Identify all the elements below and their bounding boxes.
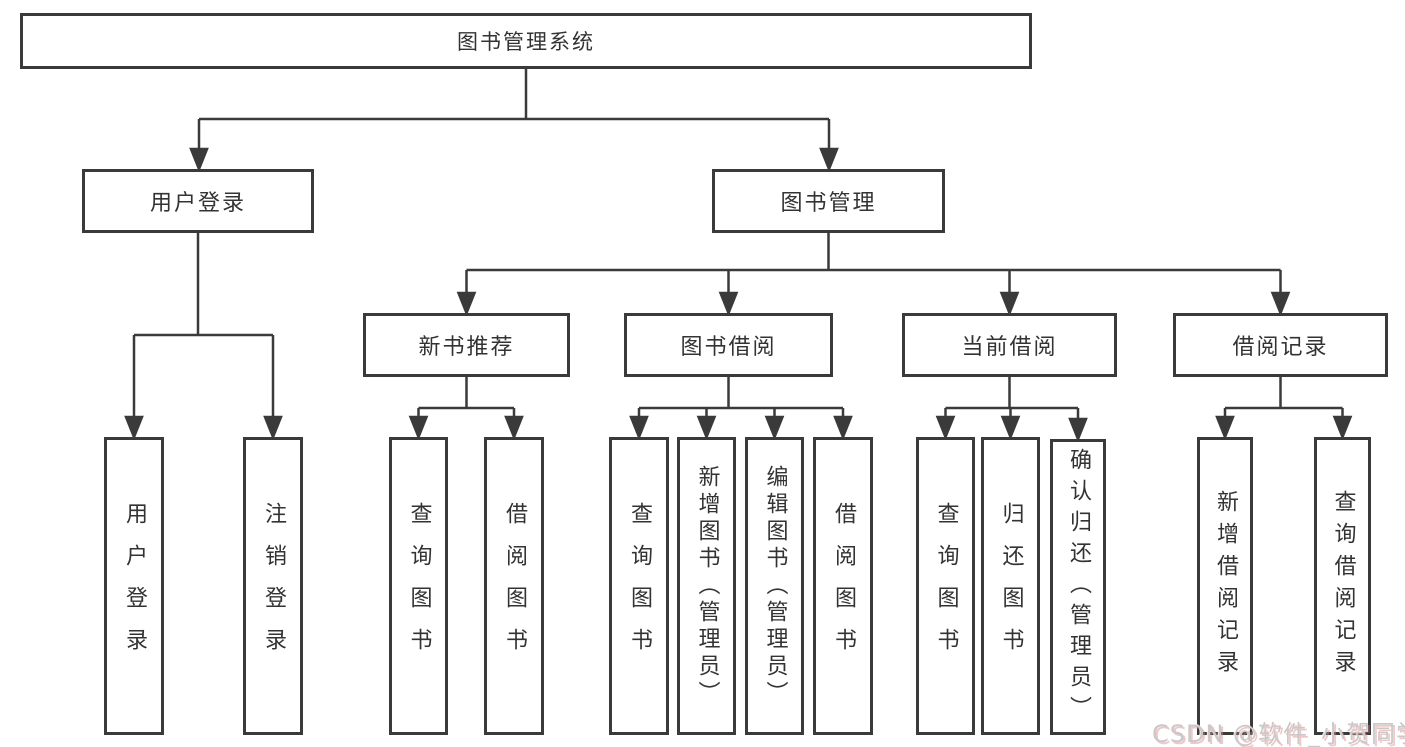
node-library-system: 图书管理系统: [20, 13, 1032, 69]
arrowhead: [833, 415, 853, 441]
arrowhead: [819, 147, 839, 173]
node-label: 新书推荐: [418, 335, 515, 360]
leaf-add-borrow-record: 新增借阅记录: [1197, 437, 1253, 735]
leaf-label: 用户登录: [122, 502, 147, 670]
leaf-user-login: 用户登录: [104, 437, 164, 735]
leaf-return-books: 归还图书: [981, 437, 1040, 735]
arrowhead: [999, 291, 1020, 317]
arrowhead: [408, 415, 429, 441]
connector-recommend-to-leaves: [408, 377, 524, 441]
connector-current-to-leaves: [935, 377, 1088, 443]
leaf-label: 借阅图书: [502, 502, 527, 670]
connector-userlogin-to-leaves: [124, 233, 283, 441]
connector-records-to-leaves: [1215, 377, 1353, 441]
arrowhead: [696, 415, 717, 441]
node-current-borrow: 当前借阅: [902, 313, 1117, 377]
connector-bookmgmt-to-level2: [456, 233, 1291, 317]
leaf-logout: 注销登录: [243, 437, 303, 735]
leaf-label: 归还图书: [998, 502, 1024, 670]
node-label: 借阅记录: [1232, 335, 1329, 360]
node-borrow-records: 借阅记录: [1173, 313, 1388, 377]
connector-borrow-to-leaves: [629, 377, 853, 441]
leaf-add-book-admin: 新增图书（管理员）: [677, 437, 736, 735]
leaf-borrow-books-borrow: 借阅图书: [813, 437, 873, 735]
leaf-label: 查询图书: [627, 502, 652, 670]
arrowhead: [189, 147, 209, 173]
arrowhead: [718, 291, 739, 317]
leaf-label: 确认归还（管理员）: [1066, 447, 1091, 727]
node-label: 图书管理系统: [457, 30, 595, 54]
node-label: 图书管理: [780, 191, 877, 216]
arrowhead: [1068, 417, 1088, 443]
leaf-label: 编辑图书（管理员）: [762, 464, 788, 708]
arrowhead: [1000, 415, 1021, 441]
node-book-borrow: 图书借阅: [624, 313, 833, 377]
arrowhead: [935, 415, 956, 441]
node-new-book-recommend: 新书推荐: [363, 313, 570, 377]
leaf-label: 查询借阅记录: [1330, 490, 1356, 682]
arrowhead: [629, 415, 649, 441]
leaf-query-borrow-record: 查询借阅记录: [1314, 437, 1371, 735]
node-label: 用户登录: [149, 191, 246, 216]
leaf-query-books-recommend: 查询图书: [389, 437, 448, 735]
leaf-label: 查询图书: [406, 502, 432, 670]
connector-root-to-level1: [189, 69, 839, 173]
leaf-label: 新增图书（管理员）: [694, 464, 720, 708]
arrowhead: [456, 291, 477, 317]
leaf-label: 注销登录: [261, 502, 286, 670]
node-user-login: 用户登录: [82, 169, 314, 233]
leaf-label: 新增借阅记录: [1213, 490, 1238, 682]
leaf-query-books-borrow: 查询图书: [609, 437, 669, 735]
csdn-watermark: CSDN @软件_小贺同学: [1152, 720, 1405, 747]
arrowhead: [1270, 291, 1291, 317]
node-label: 图书借阅: [680, 335, 777, 360]
leaf-label: 借阅图书: [831, 502, 856, 670]
leaf-edit-book-admin: 编辑图书（管理员）: [745, 437, 804, 735]
arrowhead: [263, 415, 283, 441]
leaf-query-books-current: 查询图书: [916, 437, 975, 735]
node-label: 当前借阅: [961, 335, 1058, 360]
leaf-label: 查询图书: [933, 502, 959, 670]
arrowhead: [124, 415, 144, 441]
leaf-borrow-books-recommend: 借阅图书: [484, 437, 544, 735]
arrowhead: [764, 415, 785, 441]
arrowhead: [1215, 415, 1235, 441]
leaf-confirm-return-admin: 确认归还（管理员）: [1050, 439, 1106, 735]
arrowhead: [1332, 415, 1353, 441]
node-book-management: 图书管理: [712, 169, 945, 233]
arrowhead: [504, 415, 524, 441]
